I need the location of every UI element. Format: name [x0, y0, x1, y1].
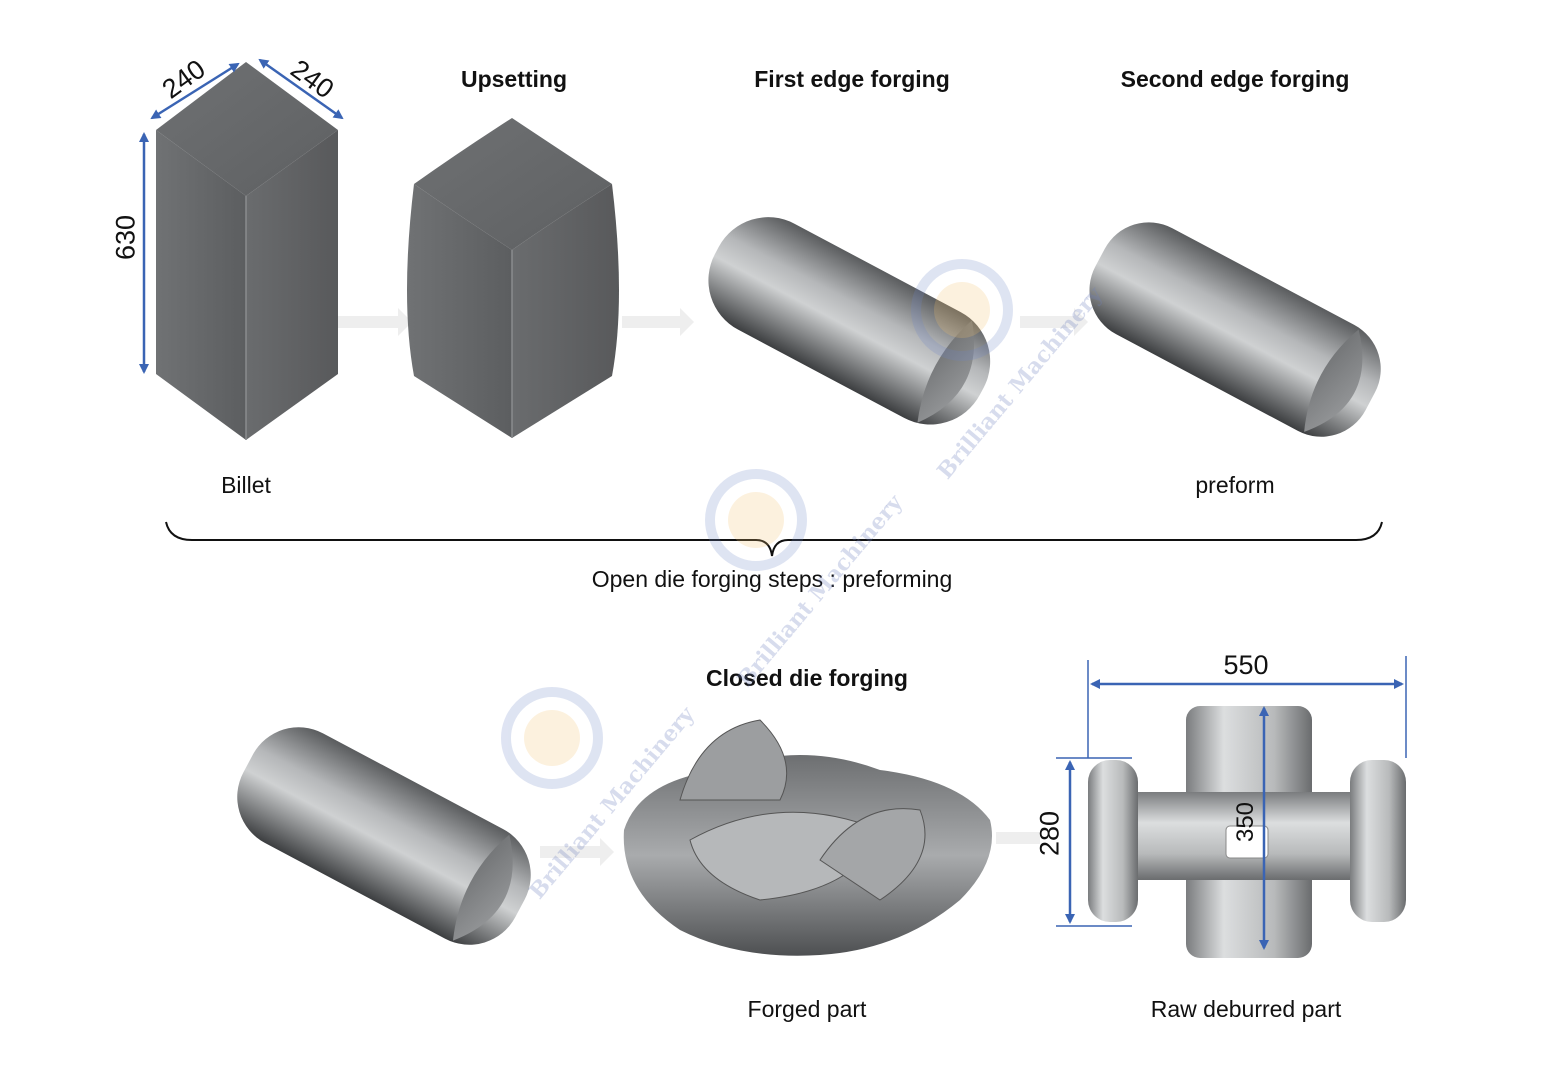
billet-dimensions — [139, 58, 344, 374]
preform-shape-bottom — [237, 727, 531, 945]
arrow-preform-to-forged — [540, 838, 614, 866]
step-title-first-edge: First edge forging — [754, 66, 950, 92]
second-edge-shape — [1089, 222, 1381, 437]
step-title-second-edge: Second edge forging — [1120, 66, 1350, 92]
caption-forged-part: Forged part — [747, 996, 867, 1022]
watermark-logo — [501, 259, 1013, 789]
step-title-upsetting: Upsetting — [460, 66, 568, 92]
dim-part-center: 350 — [1232, 801, 1259, 843]
dim-part-width: 550 — [1223, 650, 1269, 680]
part-dimensions — [1056, 656, 1407, 950]
caption-billet: Billet — [221, 472, 271, 498]
step-title-closed-die: Closed die forging — [706, 665, 908, 691]
deburred-part-shape — [1088, 706, 1406, 958]
arrow-upset-to-first — [622, 308, 694, 336]
process-arrows — [338, 308, 1088, 866]
billet-shape — [156, 62, 338, 440]
dim-part-height: 280 — [1034, 810, 1065, 857]
arrow-first-to-second — [1020, 308, 1088, 336]
forged-part-shape — [623, 719, 992, 956]
arrow-forged-to-deburred — [996, 832, 1040, 844]
first-edge-shape — [708, 217, 991, 425]
dim-billet-height: 630 — [110, 214, 141, 261]
upset-shape — [407, 118, 619, 438]
open-die-brace — [165, 521, 1383, 557]
caption-open-die: Open die forging steps : preforming — [591, 566, 953, 592]
arrow-billet-to-upset — [338, 308, 412, 336]
caption-preform: preform — [1195, 472, 1275, 498]
caption-raw-deburred: Raw deburred part — [1150, 996, 1342, 1022]
